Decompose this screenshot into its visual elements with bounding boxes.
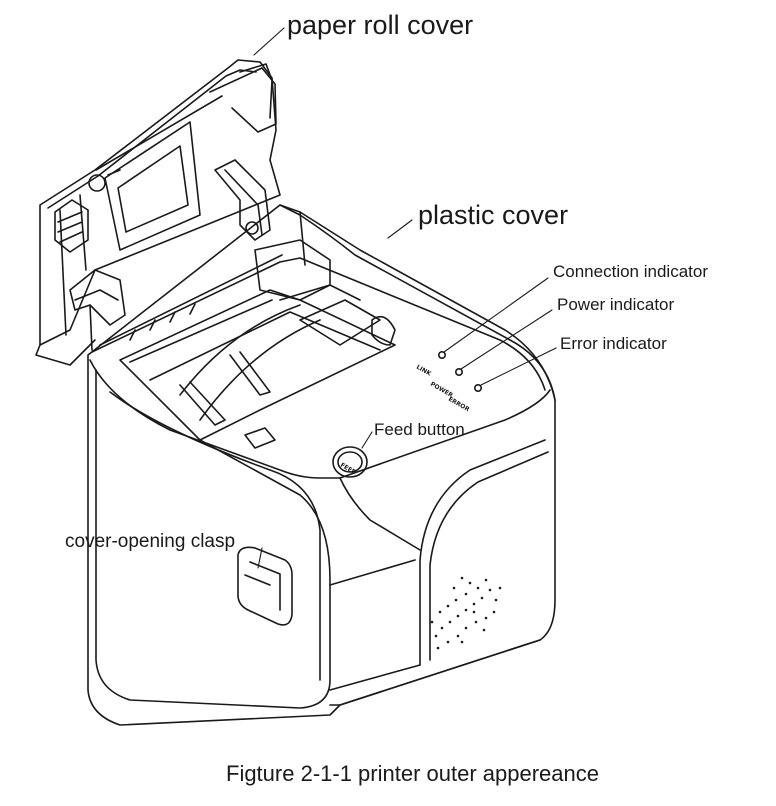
link-led-icon (437, 350, 446, 359)
connection-indicator-label: Connection indicator (553, 262, 708, 281)
power-led-icon (454, 367, 463, 376)
leader-feed-button (361, 431, 373, 449)
power-indicator-label: Power indicator (557, 295, 675, 314)
error-led-icon (473, 383, 482, 392)
leader-lines (253, 27, 557, 569)
control-panel (332, 350, 482, 478)
leader-paper-roll-cover (253, 27, 285, 56)
cover-opening-clasp-shape (237, 546, 293, 626)
speaker-grille (430, 576, 502, 650)
cover-opening-clasp-label: cover-opening clasp (65, 531, 236, 552)
paper-roll-cover-shape (35, 59, 281, 366)
leader-plastic-cover (387, 219, 413, 239)
error-indicator-label: Error indicator (560, 334, 667, 353)
paper-roll-cover-label: paper roll cover (287, 10, 474, 40)
printer-body-shape (69, 159, 556, 726)
leader-connection-indicator (443, 277, 549, 353)
feed-button-label: Feed button (374, 420, 465, 439)
leader-error-indicator (480, 347, 557, 386)
plastic-cover-label: plastic cover (418, 200, 569, 230)
feed-button-shape (332, 446, 368, 478)
leader-power-indicator (460, 309, 553, 370)
figure-caption: Figture 2-1-1 printer outer appereance (226, 761, 599, 786)
leader-cover-opening-clasp (257, 547, 263, 569)
